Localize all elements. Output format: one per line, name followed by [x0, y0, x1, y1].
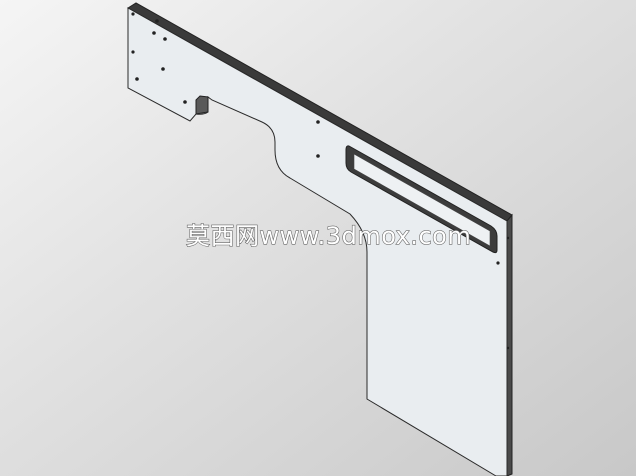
- mounting-holes: [131, 12, 510, 350]
- hole: [316, 154, 320, 158]
- hole: [316, 120, 320, 124]
- plate-slot-inner: [353, 153, 491, 247]
- hole: [161, 67, 165, 71]
- watermark-text: 莫西网www.3dmox.com: [186, 222, 471, 250]
- hole: [155, 19, 159, 23]
- plate-face: [127, 7, 508, 476]
- plate-notch: [195, 95, 209, 115]
- hole: [506, 346, 510, 350]
- hole: [131, 50, 135, 54]
- hole: [152, 31, 156, 35]
- hole: [496, 261, 500, 265]
- hole: [131, 12, 135, 16]
- hole: [506, 236, 510, 240]
- hole: [183, 100, 187, 104]
- plate-right-edge: [506, 213, 513, 476]
- hole: [135, 77, 139, 81]
- hole: [163, 37, 167, 41]
